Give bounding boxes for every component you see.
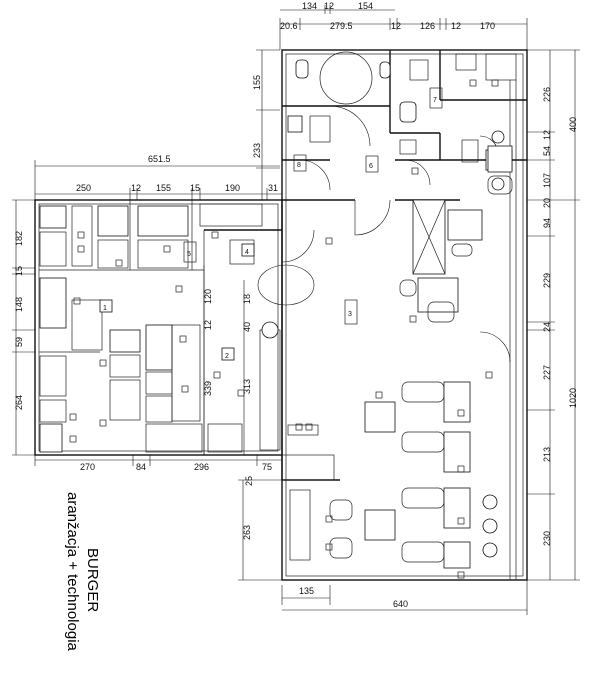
kitchen-left-dimensions: 182 15 148 59 264 bbox=[12, 199, 35, 456]
marker-4: 4 bbox=[245, 249, 249, 256]
dim-270: 270 bbox=[80, 462, 95, 472]
dim-1020: 1020 bbox=[568, 388, 578, 408]
marker-2: 2 bbox=[225, 353, 229, 360]
plan-title: BURGER bbox=[84, 548, 101, 612]
dim-264: 264 bbox=[14, 395, 24, 410]
dim-15l: 15 bbox=[14, 266, 24, 276]
dim-233: 233 bbox=[252, 143, 262, 158]
dim-54: 54 bbox=[542, 146, 552, 156]
dim-148: 148 bbox=[14, 297, 24, 312]
marker-8: 8 bbox=[297, 162, 301, 169]
dim-20r: 20 bbox=[542, 198, 552, 208]
dim-18: 18 bbox=[242, 294, 252, 304]
dim-75: 75 bbox=[262, 462, 272, 472]
dim-296: 296 bbox=[194, 462, 209, 472]
dim-154: 154 bbox=[358, 1, 373, 11]
dim-20-6: 20.6 bbox=[280, 21, 298, 31]
dim-24: 24 bbox=[542, 322, 552, 332]
dim-263: 263 bbox=[242, 525, 252, 540]
dim-640: 640 bbox=[393, 599, 408, 609]
dim-279-5: 279.5 bbox=[330, 21, 353, 31]
dim-190: 190 bbox=[225, 183, 240, 193]
dim-229: 229 bbox=[542, 273, 552, 288]
dim-107: 107 bbox=[542, 173, 552, 188]
dim-651-5: 651.5 bbox=[148, 154, 171, 164]
marker-3: 3 bbox=[348, 311, 352, 318]
bathroom-fixtures bbox=[287, 51, 517, 191]
dim-15k: 15 bbox=[190, 183, 200, 193]
room-markers: 1 2 3 4 5 6 7 8 bbox=[99, 87, 443, 361]
dim-134: 134 bbox=[302, 1, 317, 11]
dim-12a: 12 bbox=[324, 1, 334, 11]
kitchen-bottom-dimensions: 270 84 296 75 25 bbox=[34, 455, 282, 486]
dim-250: 250 bbox=[76, 183, 91, 193]
right-side-dimensions: 226 400 12 54 107 20 94 229 24 227 1020 … bbox=[527, 49, 580, 581]
dim-400: 400 bbox=[568, 117, 578, 132]
top-dimension-line: 134 12 154 20.6 279.5 12 126 12 170 bbox=[279, 1, 528, 50]
dim-182: 182 bbox=[14, 231, 24, 246]
dim-94: 94 bbox=[542, 218, 552, 228]
dim-59: 59 bbox=[14, 337, 24, 347]
dim-227: 227 bbox=[542, 365, 552, 380]
marker-6: 6 bbox=[369, 163, 373, 170]
kitchen-top-dimensions: 250 12 155 15 190 31 bbox=[35, 183, 282, 200]
counter bbox=[281, 199, 446, 481]
dim-40: 40 bbox=[242, 322, 252, 332]
dim-126: 126 bbox=[420, 21, 435, 31]
dim-155k: 155 bbox=[156, 183, 171, 193]
dim-135: 135 bbox=[299, 586, 314, 596]
dining-furniture bbox=[289, 145, 513, 569]
equipment-tags bbox=[69, 79, 499, 579]
marker-1: 1 bbox=[103, 305, 107, 312]
dim-12c: 12 bbox=[451, 21, 461, 31]
dim-31: 31 bbox=[268, 183, 278, 193]
dim-213: 213 bbox=[542, 447, 552, 462]
dim-12b: 12 bbox=[391, 21, 401, 31]
marker-5: 5 bbox=[187, 251, 191, 258]
dim-230: 230 bbox=[542, 531, 552, 546]
dim-170: 170 bbox=[480, 21, 495, 31]
dim-25: 25 bbox=[244, 476, 254, 486]
dim-84: 84 bbox=[136, 462, 146, 472]
kitchen-equipment bbox=[39, 203, 281, 453]
dim-313: 313 bbox=[242, 379, 252, 394]
marker-7: 7 bbox=[433, 97, 437, 104]
dim-339: 339 bbox=[203, 381, 213, 396]
dim-12k: 12 bbox=[131, 183, 141, 193]
left-upper-dimensions: 155 233 651.5 bbox=[34, 49, 280, 200]
dim-12r: 12 bbox=[542, 130, 552, 140]
lower-left-dimensions: 263 135 640 bbox=[238, 479, 528, 615]
dim-12i: 12 bbox=[203, 320, 213, 330]
doors bbox=[257, 105, 511, 363]
plan-subtitle: aranžacja + technologia bbox=[64, 492, 81, 652]
dim-120: 120 bbox=[203, 289, 213, 304]
dim-155: 155 bbox=[252, 75, 262, 90]
dim-226: 226 bbox=[542, 87, 552, 102]
